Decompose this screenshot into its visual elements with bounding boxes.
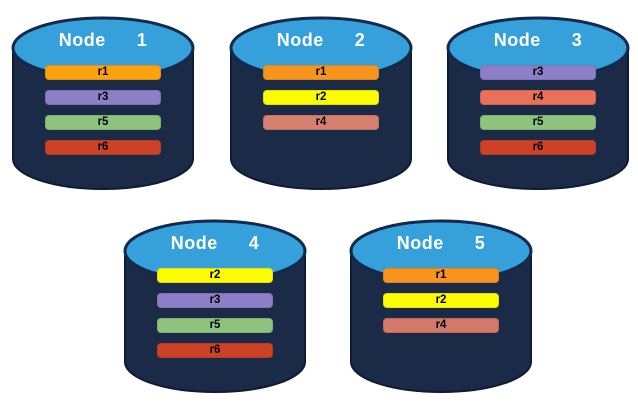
replica-bar: r1 xyxy=(45,65,161,80)
replica-bar: r4 xyxy=(383,318,499,333)
replica-label: r5 xyxy=(97,115,109,128)
db-node: Node 3 r3 r4 r5 r6 xyxy=(445,8,631,192)
replica-label: r6 xyxy=(532,140,544,153)
replica-label: r1 xyxy=(315,65,327,78)
db-node: Node 1 r1 r3 r5 r6 xyxy=(10,8,196,192)
node-title: Node 1 xyxy=(58,29,148,50)
replica-label: r4 xyxy=(435,318,447,331)
replica-list: r1 r3 r5 r6 xyxy=(45,65,161,155)
db-node: Node 4 r2 r3 r5 r6 xyxy=(122,211,308,395)
replica-bar: r2 xyxy=(157,268,273,283)
replica-bar: r6 xyxy=(45,140,161,155)
replica-list: r2 r3 r5 r6 xyxy=(157,268,273,358)
replica-label: r5 xyxy=(209,318,221,331)
node-title: Node 5 xyxy=(396,232,486,253)
replica-label: r2 xyxy=(315,90,327,103)
replica-bar: r1 xyxy=(383,268,499,283)
replica-label: r6 xyxy=(209,343,221,356)
replica-bar: r5 xyxy=(480,115,596,130)
replica-label: r2 xyxy=(435,293,447,306)
replica-bar: r1 xyxy=(263,65,379,80)
replica-bar: r6 xyxy=(157,343,273,358)
node-title: Node 2 xyxy=(276,29,366,50)
replica-bar: r3 xyxy=(157,293,273,308)
replica-list: r1 r2 r4 xyxy=(383,268,499,333)
db-node: Node 2 r1 r2 r4 xyxy=(228,8,414,192)
db-node: Node 5 r1 r2 r4 xyxy=(348,211,534,395)
replica-label: r2 xyxy=(209,268,221,281)
replica-label: r5 xyxy=(532,115,544,128)
replica-bar: r3 xyxy=(45,90,161,105)
node-title: Node 4 xyxy=(170,232,260,253)
replica-label: r3 xyxy=(532,65,544,78)
replica-bar: r3 xyxy=(480,65,596,80)
replica-label: r6 xyxy=(97,140,109,153)
replica-bar: r4 xyxy=(480,90,596,105)
replica-label: r1 xyxy=(435,268,447,281)
replica-label: r3 xyxy=(97,90,109,103)
replica-list: r1 r2 r4 xyxy=(263,65,379,130)
replica-bar: r5 xyxy=(157,318,273,333)
replica-bar: r4 xyxy=(263,115,379,130)
replica-label: r4 xyxy=(315,115,327,128)
replica-label: r4 xyxy=(532,90,544,103)
replica-bar: r2 xyxy=(263,90,379,105)
replica-bar: r5 xyxy=(45,115,161,130)
node-title: Node 3 xyxy=(493,29,583,50)
replica-label: r1 xyxy=(97,65,109,78)
replica-list: r3 r4 r5 r6 xyxy=(480,65,596,155)
replica-bar: r2 xyxy=(383,293,499,308)
replica-bar: r6 xyxy=(480,140,596,155)
replica-label: r3 xyxy=(209,293,221,306)
